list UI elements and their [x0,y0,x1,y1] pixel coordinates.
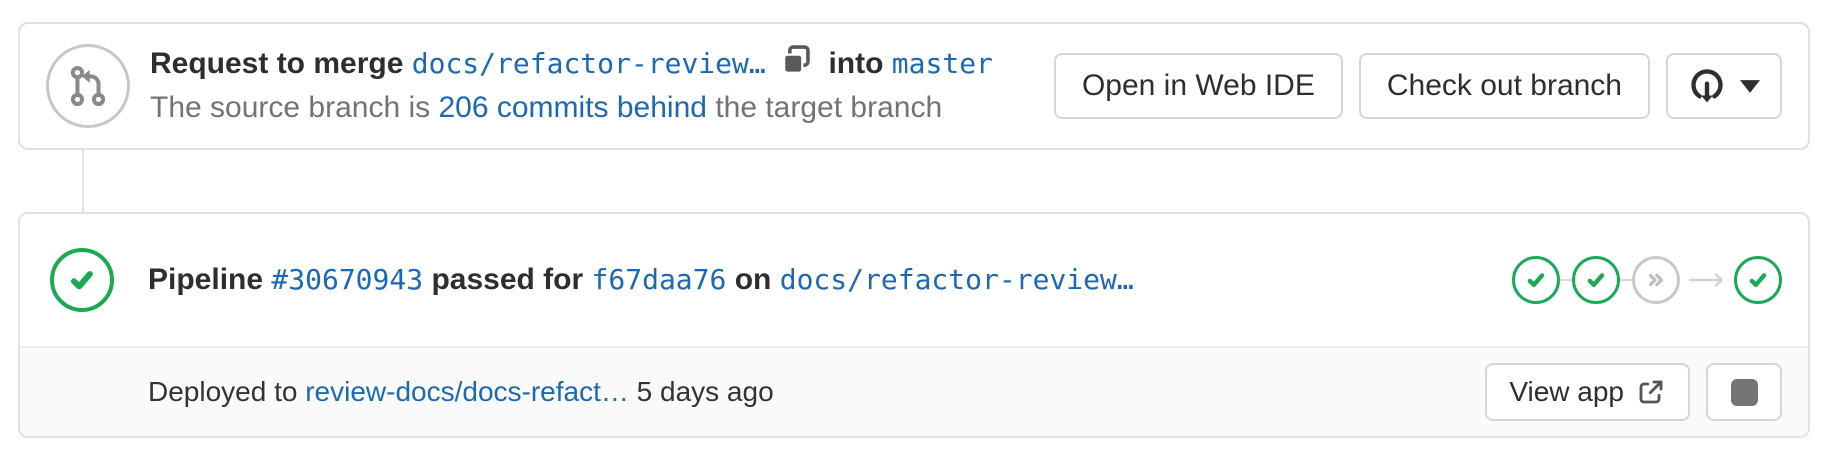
merge-request-subtitle-line: The source branch is 206 commits behind … [150,88,993,128]
pipeline-text-line: Pipeline #30670943 passed for f67daa76 o… [148,263,1134,297]
stop-icon [1730,378,1758,406]
deployment-text-line: Deployed to review-docs/docs-refact… 5 d… [148,376,774,408]
deployment-timestamp: 5 days ago [636,376,774,407]
mini-pipeline-stage-2-passed-icon[interactable] [1572,256,1620,304]
deployed-to-label: Deployed to [148,376,298,407]
external-link-icon [1636,377,1666,407]
request-to-merge-label: Request to merge [150,47,404,80]
pipeline-label: Pipeline [148,263,264,296]
deployment-actions: View app [1485,363,1782,421]
pipeline-id-link[interactable]: #30670943 [271,263,424,296]
copy-branch-name-button[interactable] [780,44,814,78]
open-in-web-ide-button[interactable]: Open in Web IDE [1053,53,1343,119]
stage-connector-line [1560,279,1572,281]
source-branch-link[interactable]: docs/refactor-review… [411,47,766,80]
copy-to-clipboard-icon [783,45,810,74]
merge-request-actions: Open in Web IDE Check out branch [1053,53,1782,119]
arrow-right-icon [1688,271,1728,289]
pipeline-card: Pipeline #30670943 passed for f67daa76 o… [18,212,1810,438]
environment-link[interactable]: review-docs/docs-refact… [305,376,629,407]
into-label: into [828,47,884,80]
deployment-row: Deployed to review-docs/docs-refact… 5 d… [20,346,1808,436]
commits-behind-link[interactable]: 206 commits behind [438,91,707,124]
pipeline-row: Pipeline #30670943 passed for f67daa76 o… [20,214,1808,346]
mini-pipeline-stage-1-passed-icon[interactable] [1512,256,1560,304]
pipeline-branch-link[interactable]: docs/refactor-review… [779,263,1134,296]
download-dropdown-button[interactable] [1666,53,1782,119]
passed-for-label: passed for [431,263,584,296]
mini-pipeline-stage-3-skipped-icon[interactable] [1632,256,1680,304]
merge-request-header-card: Request to merge docs/refactor-review… i… [18,22,1810,150]
downstream-pipeline-passed-icon[interactable] [1734,256,1782,304]
git-merge-icon [70,65,106,107]
on-label: on [734,263,772,296]
stage-connector-line [1620,279,1632,281]
merge-request-title-line: Request to merge docs/refactor-review… i… [150,44,993,84]
merge-request-text-block: Request to merge docs/refactor-review… i… [150,44,993,128]
subtitle-suffix: the target branch [715,91,943,124]
chevron-down-icon [1740,79,1760,93]
check-out-branch-button[interactable]: Check out branch [1358,53,1650,119]
target-branch-link[interactable]: master [891,47,993,80]
subtitle-prefix: The source branch is [150,91,431,124]
download-icon [1688,67,1726,105]
view-app-button[interactable]: View app [1485,363,1690,421]
card-connector-line [82,150,84,212]
merge-request-status-circle [46,44,130,128]
commit-sha-link[interactable]: f67daa76 [591,263,727,296]
view-app-label: View app [1509,376,1624,407]
stop-environment-button[interactable] [1706,363,1782,421]
mini-pipeline [1512,256,1782,304]
pipeline-status-passed-icon [50,248,114,312]
